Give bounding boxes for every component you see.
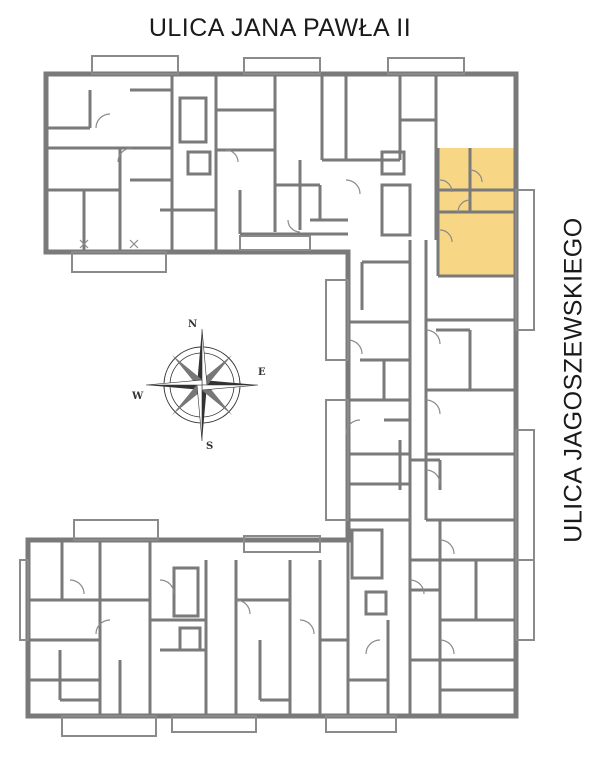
door-swings (69, 113, 483, 655)
balconies (19, 55, 535, 737)
compass-south: S (206, 441, 213, 452)
compass-rose: N E S W (131, 319, 266, 452)
compass-west: W (131, 391, 144, 402)
compass-north: N (188, 319, 197, 330)
interior-walls (28, 74, 516, 716)
street-label-jana-pawla: ULICA JANA PAWŁA II (148, 14, 412, 42)
compass-east: E (258, 367, 266, 378)
